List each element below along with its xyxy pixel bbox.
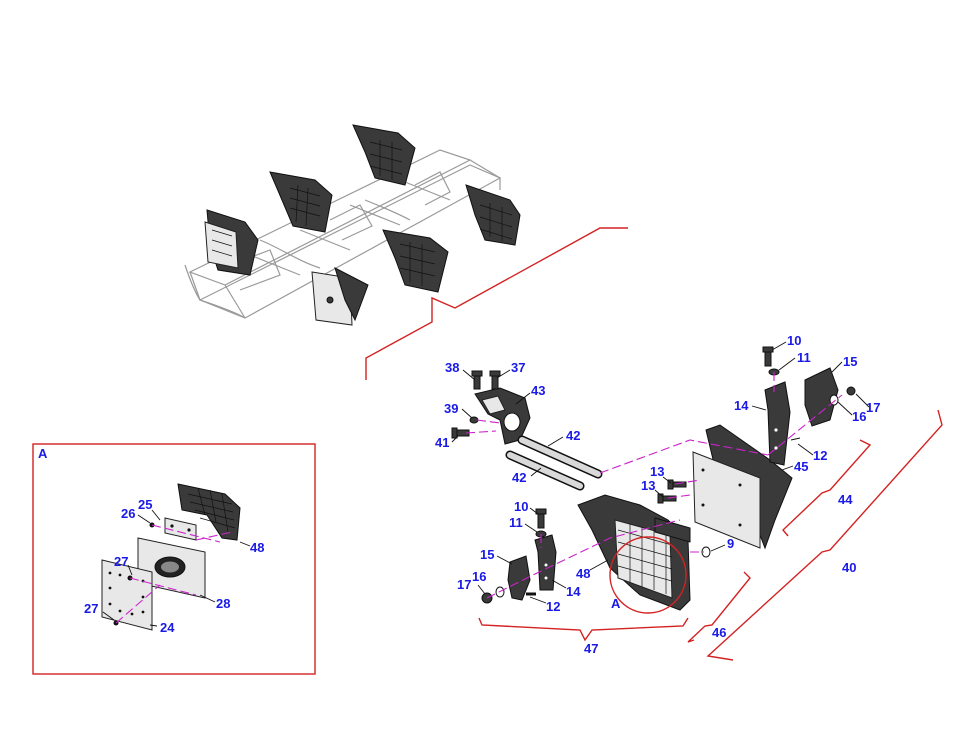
clamp-15-lower	[507, 555, 531, 601]
callout-16-lower: 16	[472, 569, 486, 584]
detail-a-border	[32, 443, 316, 675]
callout-27-lower: 27	[84, 601, 98, 616]
callout-40: 40	[842, 560, 856, 575]
callout-46: 46	[712, 625, 726, 640]
bolt-10-upper	[762, 346, 774, 367]
callout-10-lower: 10	[514, 499, 528, 514]
bracket-clamp-48-top	[654, 517, 691, 543]
hanger-14-lower	[534, 534, 557, 591]
overview-mudflap-front-right	[269, 171, 333, 233]
callout-43: 43	[531, 383, 545, 398]
rod-42-upper	[517, 435, 603, 479]
upper-bracket-43	[474, 387, 531, 445]
callout-17-lower: 17	[457, 577, 471, 592]
detail-a-panel: A	[32, 443, 316, 675]
overview-mudflap-mid-right	[382, 229, 449, 293]
bolt-10-lower	[535, 508, 547, 529]
callout-24: 24	[160, 620, 175, 635]
bracket-44	[782, 439, 872, 537]
clamp-15-upper	[804, 367, 839, 427]
callout-9: 9	[727, 536, 734, 551]
callout-27-upper: 27	[114, 554, 128, 569]
callout-14-lower: 14	[566, 584, 581, 599]
callout-11-lower: 11	[509, 515, 523, 530]
callout-11-upper: 11	[797, 350, 811, 365]
mudflap-45	[692, 424, 793, 550]
bolt-37	[489, 370, 501, 390]
ring-9	[701, 546, 711, 558]
callout-17-upper: 17	[866, 400, 880, 415]
callout-15-lower: 15	[480, 547, 494, 562]
overview-mudflap-front-left	[204, 209, 259, 276]
overview-selection-bracket	[365, 227, 628, 380]
callout-37: 37	[511, 360, 525, 375]
callout-38: 38	[445, 360, 459, 375]
callout-48-detail: 48	[250, 540, 264, 555]
callout-44: 44	[838, 492, 853, 507]
callout-14-upper: 14	[734, 398, 749, 413]
callout-41: 41	[435, 435, 449, 450]
detail-a-label: A	[38, 446, 48, 461]
nut-17-upper	[846, 386, 856, 396]
bolt-13-upper	[667, 479, 687, 490]
callout-48-assembly: 48	[576, 566, 590, 581]
callout-39: 39	[444, 401, 458, 416]
callout-16-upper: 16	[852, 409, 866, 424]
callout-13-upper: 13	[650, 464, 664, 479]
callout-47: 47	[584, 641, 598, 656]
hanger-14-upper	[764, 381, 791, 466]
rod-42-lower	[505, 450, 585, 491]
callout-13-lower: 13	[641, 478, 655, 493]
overview-mudflap-mid-left	[311, 267, 369, 326]
detail-a-ref-label: A	[611, 596, 621, 611]
callout-15-upper: 15	[843, 354, 857, 369]
bolt-38	[471, 370, 483, 390]
washer-39	[469, 416, 479, 424]
callout-12-lower: 12	[546, 599, 560, 614]
callout-25: 25	[138, 497, 152, 512]
bracket-47	[478, 617, 689, 642]
chassis-overview	[184, 124, 628, 380]
bolt-12-upper	[790, 437, 801, 441]
bracket-46	[687, 571, 751, 643]
callout-26: 26	[121, 506, 135, 521]
lower-mudflap-bracket-48	[577, 494, 691, 611]
detail-mudflap-24	[101, 559, 153, 631]
detail-mudflap-bracket	[177, 483, 241, 541]
overview-mudflap-rear-right	[465, 184, 521, 246]
bolt-13-lower	[657, 493, 677, 504]
overview-mudflap-rear-left	[352, 124, 416, 186]
callout-12-upper: 12	[813, 448, 827, 463]
rear-mudflap-assembly: A	[435, 333, 943, 661]
callout-45: 45	[794, 459, 808, 474]
callout-42-upper: 42	[566, 428, 580, 443]
callout-28: 28	[216, 596, 230, 611]
detail-logo-plate-28	[137, 537, 206, 599]
callout-10-upper: 10	[787, 333, 801, 348]
callout-42-lower: 42	[512, 470, 526, 485]
detail-a-ref-circle	[609, 536, 687, 614]
bracket-40	[706, 409, 943, 661]
